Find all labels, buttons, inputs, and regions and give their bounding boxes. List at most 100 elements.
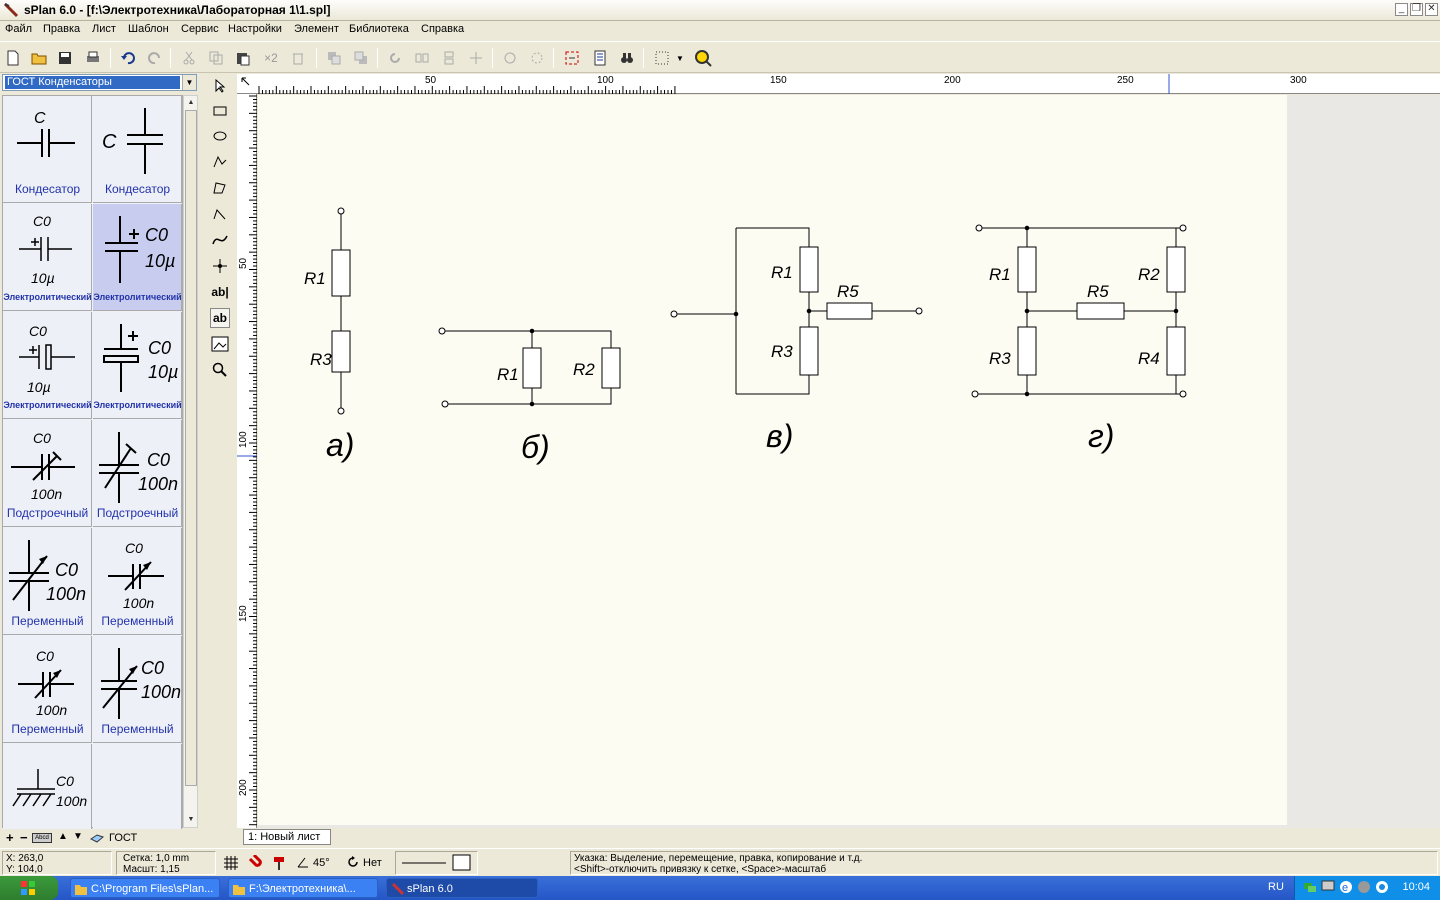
angle-value[interactable]: 45° (313, 857, 330, 869)
library-item[interactable]: C0 100n (3, 744, 92, 829)
grid-dropdown-icon[interactable]: ▼ (676, 53, 684, 63)
menu-service[interactable]: Сервис (181, 23, 219, 35)
angle-icon[interactable] (296, 855, 310, 869)
rename-icon[interactable]: Abcd (32, 833, 52, 843)
library-item[interactable]: C0 100n Переменный (3, 636, 92, 743)
move-up-icon[interactable]: ▲ (58, 831, 68, 842)
bring-front-icon[interactable] (323, 47, 345, 69)
library-item[interactable]: C0 10µ Электролитический (3, 204, 92, 311)
start-button[interactable] (0, 876, 58, 900)
align-icon[interactable] (465, 47, 487, 69)
chevron-down-icon[interactable]: ▼ (182, 75, 196, 90)
grid-toggle-icon[interactable] (223, 855, 239, 871)
taskbar-item-folder[interactable]: F:\Электротехника\... (228, 878, 378, 898)
text-tool-icon[interactable]: ab| (211, 285, 229, 299)
image-tool-icon[interactable] (210, 334, 230, 354)
copy-icon[interactable] (205, 47, 227, 69)
library-item[interactable]: C0 100n Подстроечный (93, 420, 182, 527)
zoom-page-icon[interactable] (692, 47, 714, 69)
line-style-box[interactable] (395, 851, 478, 875)
line-tool-icon[interactable] (210, 152, 230, 172)
library-item[interactable]: C Кондесатор (93, 96, 182, 203)
library-book-icon[interactable] (89, 831, 105, 845)
print-icon[interactable] (82, 47, 104, 69)
menu-library[interactable]: Библиотека (349, 23, 409, 35)
paste-icon[interactable] (232, 47, 254, 69)
menu-sheet[interactable]: Лист (92, 23, 116, 35)
menu-help[interactable]: Справка (421, 23, 465, 35)
library-select[interactable]: ГОСТ Конденсаторы ▼ (2, 74, 197, 91)
menu-template[interactable]: Шаблон (128, 23, 169, 35)
restore-button[interactable]: ❐ (1410, 3, 1423, 16)
network-icon[interactable] (1303, 880, 1317, 894)
folder-icon (75, 885, 87, 895)
antivirus-icon[interactable] (1375, 880, 1389, 894)
redo-icon[interactable] (144, 47, 166, 69)
netlist-icon[interactable] (561, 47, 583, 69)
textbox-tool-icon[interactable]: ab (210, 308, 230, 328)
close-button[interactable]: ✕ (1425, 3, 1438, 16)
pointer-tool-icon[interactable] (210, 76, 230, 96)
add-item-icon[interactable]: + (6, 830, 14, 845)
library-item[interactable]: C0 100n Переменный (3, 528, 92, 635)
hammer-icon[interactable] (272, 855, 288, 871)
zoom-tool-icon[interactable] (210, 360, 230, 380)
cut-icon[interactable] (178, 47, 200, 69)
remove-item-icon[interactable]: − (20, 830, 28, 845)
open-folder-icon[interactable] (28, 47, 50, 69)
ie-icon[interactable]: e (1339, 880, 1353, 894)
new-file-icon[interactable] (2, 47, 24, 69)
scroll-down-icon[interactable]: ▼ (187, 816, 195, 823)
mirror-h-icon[interactable] (411, 47, 433, 69)
library-item[interactable]: C0 10µ Электролитический (3, 312, 92, 419)
library-item-label: Электролитический (93, 400, 182, 410)
rotate-icon[interactable] (384, 47, 406, 69)
ellipse-tool-icon[interactable] (210, 126, 230, 146)
junction-tool-icon[interactable] (210, 256, 230, 276)
undo-icon[interactable] (117, 47, 139, 69)
menu-edit[interactable]: Правка (43, 23, 81, 35)
mirror-v-icon[interactable] (438, 47, 460, 69)
scrollbar-thumb[interactable] (185, 110, 197, 786)
library-scrollbar[interactable]: ▲ ▼ (183, 95, 198, 828)
send-back-icon[interactable] (350, 47, 372, 69)
menu-file[interactable]: Файл (5, 23, 33, 35)
group-icon[interactable] (499, 47, 521, 69)
grid-icon[interactable] (651, 47, 673, 69)
bezier-tool-icon[interactable] (210, 230, 230, 250)
monitor-icon[interactable] (1321, 880, 1335, 894)
language-indicator[interactable]: RU (1268, 881, 1284, 893)
library-item[interactable]: C0 10µ Электролитический (93, 312, 182, 419)
polyline-tool-icon[interactable] (210, 204, 230, 224)
circuit-g[interactable] (971, 224, 1187, 398)
taskbar-item-splan[interactable]: sPlan 6.0 (386, 878, 538, 898)
snap-value[interactable]: Нет (363, 857, 382, 869)
circuit-v[interactable] (670, 227, 923, 395)
duplicate-x2-icon[interactable]: ×2 (264, 51, 278, 65)
menu-settings[interactable]: Настройки (228, 23, 282, 35)
search-binoculars-icon[interactable] (616, 47, 638, 69)
library-item[interactable]: C0 100n Переменный (93, 528, 182, 635)
delete-icon[interactable] (287, 47, 309, 69)
circuit-a[interactable] (331, 207, 351, 415)
library-item[interactable]: C Кондесатор (3, 96, 92, 203)
drawing-canvas[interactable]: R1 R3 а) R1 R2 б) (258, 95, 1287, 825)
library-item-selected[interactable]: C0 10µ Электролитический (93, 204, 182, 311)
taskbar-item-explorer[interactable]: C:\Program Files\sPlan... (70, 878, 220, 898)
polygon-tool-icon[interactable] (210, 178, 230, 198)
sound-icon[interactable] (1357, 880, 1371, 894)
menu-element[interactable]: Элемент (294, 23, 339, 35)
parts-list-icon[interactable] (589, 47, 611, 69)
ungroup-icon[interactable] (526, 47, 548, 69)
save-icon[interactable] (54, 47, 76, 69)
magnet-snap-icon[interactable] (247, 855, 263, 871)
minimize-button[interactable]: _ (1395, 3, 1408, 16)
tab-sheet-1[interactable]: 1: Новый лист (243, 829, 332, 845)
rotate-snap-icon[interactable] (347, 856, 359, 868)
scroll-up-icon[interactable]: ▲ (187, 99, 195, 106)
rectangle-tool-icon[interactable] (210, 101, 230, 121)
move-down-icon[interactable]: ▼ (73, 831, 83, 842)
circuit-b[interactable] (438, 327, 621, 408)
library-item[interactable]: C0 100n Подстроечный (3, 420, 92, 527)
library-item[interactable]: C0 100n Переменный (93, 636, 182, 743)
